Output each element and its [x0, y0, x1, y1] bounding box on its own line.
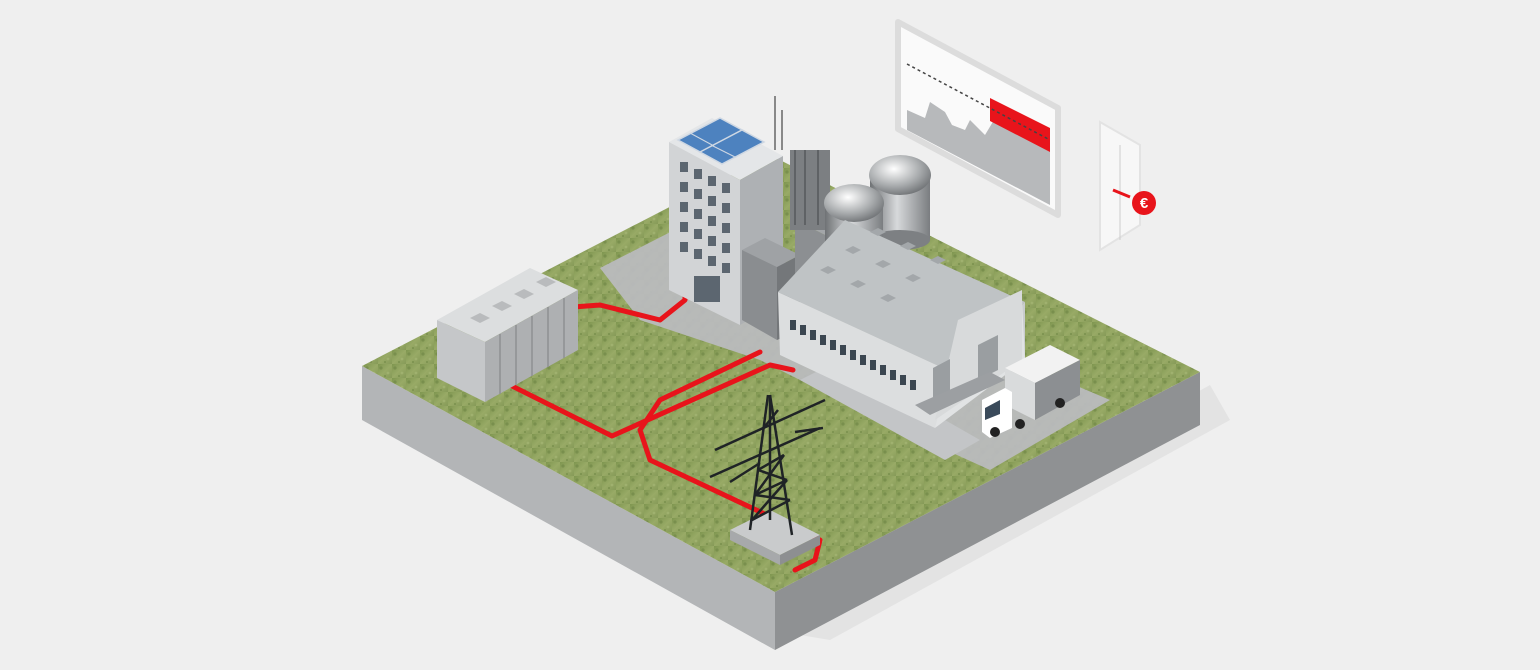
grass-ground	[362, 155, 1200, 592]
truck-icon	[982, 345, 1080, 438]
battery-storage-icon	[437, 268, 578, 402]
plinth-left-side	[362, 366, 775, 650]
floating-chart-panel	[895, 19, 1061, 218]
chart-icon	[906, 63, 1051, 205]
solar-panel-icon	[676, 117, 766, 165]
floating-price-panel	[1099, 120, 1141, 252]
plinth-right-side	[775, 372, 1200, 650]
power-pylon-icon	[709, 394, 826, 565]
warehouse	[778, 220, 1025, 428]
euro-icon: €	[1132, 191, 1156, 215]
euro-symbol: €	[1140, 195, 1149, 212]
